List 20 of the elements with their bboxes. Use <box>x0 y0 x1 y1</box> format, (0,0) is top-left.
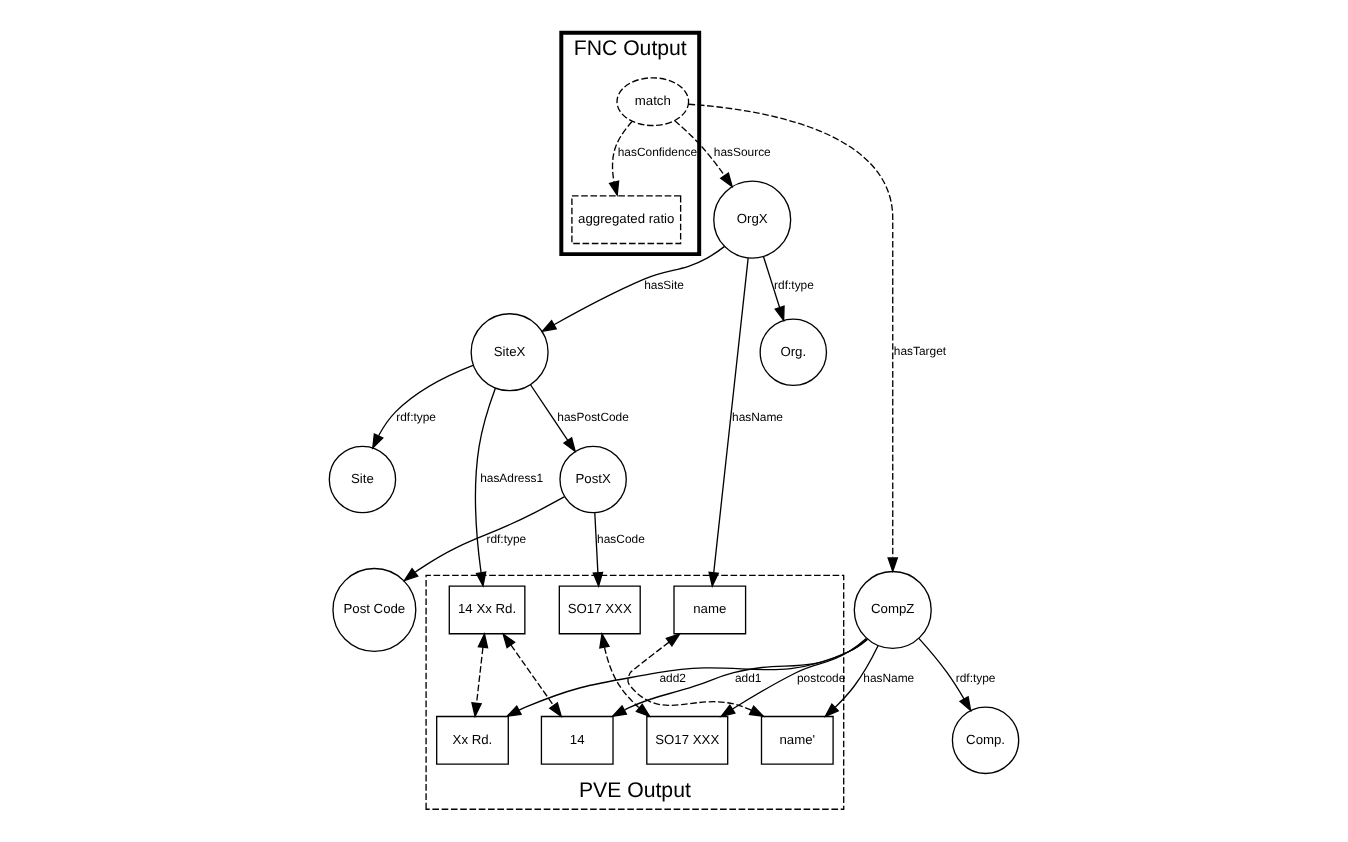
arrow <box>918 637 972 713</box>
arrow <box>505 638 869 718</box>
arrow <box>540 245 725 333</box>
arrow <box>530 384 577 454</box>
arrow <box>402 496 565 582</box>
arrow <box>674 120 734 189</box>
arrow <box>592 512 604 589</box>
arrow <box>708 257 749 588</box>
arrow <box>719 637 867 718</box>
arrow <box>688 103 899 574</box>
arrow <box>474 387 496 588</box>
arrow <box>610 638 868 718</box>
arrow <box>599 632 652 718</box>
arrow <box>627 632 766 718</box>
arrow <box>762 255 785 323</box>
arrow <box>371 364 474 450</box>
arrow <box>608 120 633 198</box>
arrow <box>823 645 879 718</box>
arrow <box>502 632 563 718</box>
arrow <box>471 632 489 719</box>
